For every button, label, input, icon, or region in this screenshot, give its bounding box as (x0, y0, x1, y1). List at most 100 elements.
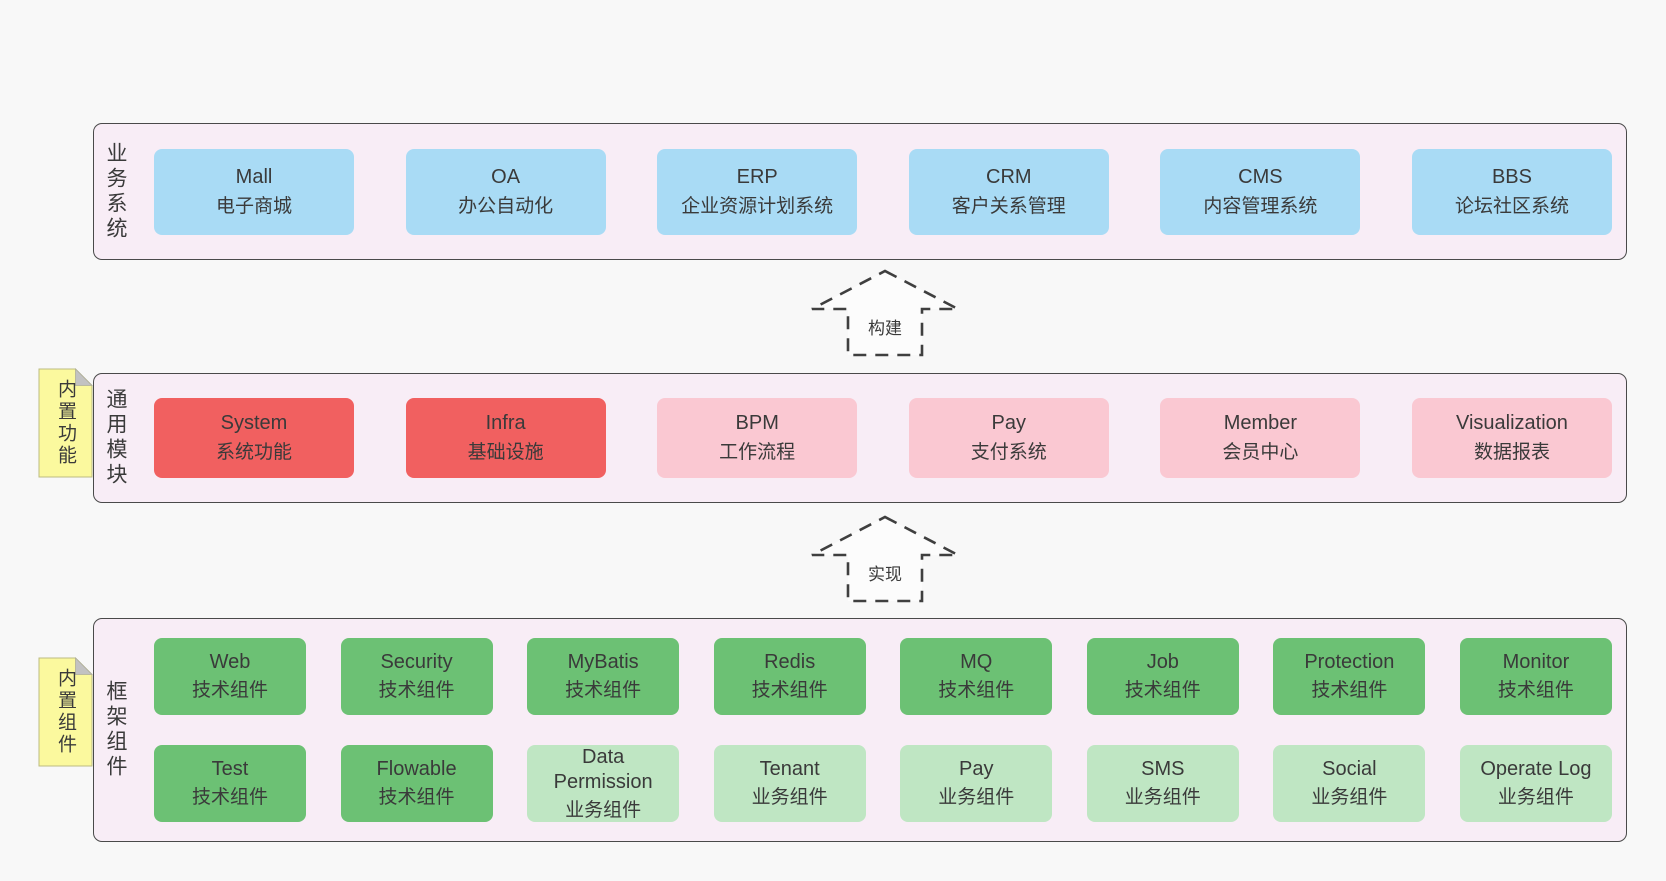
box-subtitle: 技术组件 (565, 680, 642, 702)
box-title: MyBatis (567, 651, 639, 674)
framework-components-rows: Web 技术组件 Security 技术组件 MyBatis 技术组件 Redi… (154, 619, 1612, 841)
box-social: Social 业务组件 (1273, 745, 1426, 822)
box-title: Test (211, 758, 249, 781)
box-cms: CMS 内容管理系统 (1160, 148, 1361, 235)
box-title: Web (209, 651, 251, 674)
box-oa: OA 办公自动化 (405, 148, 606, 235)
box-mybatis: MyBatis 技术组件 (527, 638, 680, 715)
box-erp: ERP 企业资源计划系统 (657, 148, 858, 235)
box-subtitle: 业务组件 (938, 787, 1015, 809)
box-title: Mall (235, 165, 273, 188)
box-web: Web 技术组件 (154, 638, 306, 715)
sticky-label: 内置组件 (55, 668, 76, 756)
build-arrow: 构建 (805, 268, 965, 358)
box-subtitle: 业务组件 (1124, 787, 1201, 809)
box-subtitle: 技术组件 (378, 787, 455, 809)
box-subtitle: 业务组件 (1497, 787, 1574, 809)
box-subtitle: 技术组件 (191, 787, 268, 809)
box-flowable: Flowable 技术组件 (340, 745, 493, 822)
box-title: SMS (1141, 758, 1185, 781)
framework-row-1: Web 技术组件 Security 技术组件 MyBatis 技术组件 Redi… (154, 638, 1612, 715)
box-title: Security (380, 651, 453, 674)
panel-framework-components: 框架组件 Web 技术组件 Security 技术组件 MyBatis 技术组件… (93, 618, 1627, 842)
box-subtitle: 技术组件 (378, 680, 455, 702)
box-subtitle: 企业资源计划系统 (681, 195, 834, 217)
box-title: Flowable (376, 758, 457, 781)
box-system: System 系统功能 (154, 398, 354, 478)
box-subtitle: 技术组件 (1311, 680, 1388, 702)
box-title: Social (1322, 758, 1377, 781)
box-member: Member 会员中心 (1160, 398, 1361, 478)
build-arrow-label: 构建 (868, 319, 902, 338)
box-title: CMS (1238, 165, 1283, 188)
box-subtitle: 技术组件 (938, 680, 1015, 702)
box-subtitle: 数据报表 (1473, 442, 1550, 464)
up-arrow-icon (811, 269, 959, 357)
common-modules-row: System 系统功能 Infra 基础设施 BPM 工作流程 Pay 支付系统… (154, 374, 1612, 502)
box-title: Redis (764, 651, 816, 674)
box-title: CRM (986, 165, 1032, 188)
sticky-label: 内置功能 (55, 379, 76, 467)
box-subtitle: 工作流程 (719, 442, 796, 464)
box-sms: SMS 业务组件 (1086, 745, 1239, 822)
box-title: BPM (735, 412, 779, 435)
box-protection: Protection 技术组件 (1273, 638, 1426, 715)
box-subtitle: 技术组件 (1497, 680, 1574, 702)
box-title: ERP (736, 165, 778, 188)
box-subtitle: 办公自动化 (458, 195, 554, 217)
box-pay: Pay 支付系统 (908, 398, 1109, 478)
box-crm: CRM 客户关系管理 (908, 148, 1109, 235)
sticky-note-builtin-features: 内置功能 (38, 368, 93, 478)
box-subtitle: 论坛社区系统 (1454, 195, 1569, 217)
box-subtitle: 业务组件 (1311, 787, 1388, 809)
box-mq: MQ 技术组件 (900, 638, 1053, 715)
box-pay-business: Pay 业务组件 (900, 745, 1053, 822)
box-bbs: BBS 论坛社区系统 (1411, 148, 1612, 235)
box-subtitle: 业务组件 (565, 799, 642, 821)
box-subtitle: 电子商城 (215, 195, 292, 217)
box-subtitle: 支付系统 (970, 442, 1047, 464)
framework-row-2: Test 技术组件 Flowable 技术组件 Data Permission … (154, 745, 1612, 822)
box-title: Job (1146, 651, 1179, 674)
box-subtitle: 系统功能 (215, 442, 292, 464)
box-title: Operate Log (1480, 758, 1592, 781)
box-title: Pay (959, 758, 994, 781)
panel-common-modules: 通用模块 System 系统功能 Infra 基础设施 BPM 工作流程 Pay… (93, 373, 1627, 503)
box-title: Infra (485, 412, 526, 435)
panel-label-common-modules: 通用模块 (104, 388, 127, 488)
box-title: Pay (991, 412, 1027, 435)
box-operate-log: Operate Log 业务组件 (1459, 745, 1612, 822)
box-job: Job 技术组件 (1086, 638, 1239, 715)
box-title: Visualization (1456, 412, 1568, 435)
panel-label-business-systems: 业务系统 (104, 141, 127, 242)
box-title: Protection (1304, 651, 1395, 674)
box-subtitle: 基础设施 (467, 442, 544, 464)
box-subtitle: 客户关系管理 (951, 195, 1066, 217)
box-subtitle: 技术组件 (1124, 680, 1201, 702)
box-security: Security 技术组件 (340, 638, 493, 715)
box-visualization: Visualization 数据报表 (1411, 398, 1612, 478)
box-title: Monitor (1502, 651, 1570, 674)
panel-business-systems: 业务系统 Mall 电子商城 OA 办公自动化 ERP 企业资源计划系统 CRM… (93, 123, 1627, 260)
box-infra: Infra 基础设施 (405, 398, 606, 478)
note-icon (38, 368, 93, 478)
box-monitor: Monitor 技术组件 (1459, 638, 1612, 715)
box-title: MQ (960, 651, 993, 674)
sticky-note-builtin-components: 内置组件 (38, 657, 93, 767)
box-redis: Redis 技术组件 (713, 638, 866, 715)
box-title: Tenant (759, 758, 820, 781)
box-title: OA (491, 165, 521, 188)
box-title: System (220, 412, 288, 435)
note-icon (38, 657, 93, 767)
box-title: Data Permission (553, 745, 653, 793)
implement-arrow-label: 实现 (868, 565, 902, 584)
box-title: BBS (1491, 165, 1532, 188)
box-subtitle: 内容管理系统 (1203, 195, 1318, 217)
panel-label-framework-components: 框架组件 (104, 680, 127, 780)
box-tenant: Tenant 业务组件 (713, 745, 866, 822)
box-data-permission: Data Permission 业务组件 (527, 745, 680, 822)
box-title: Member (1223, 412, 1298, 435)
box-subtitle: 技术组件 (191, 680, 268, 702)
implement-arrow: 实现 (805, 514, 965, 604)
